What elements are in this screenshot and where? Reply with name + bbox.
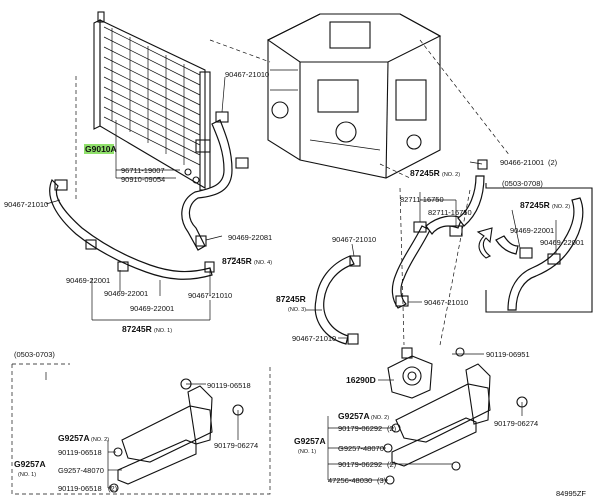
label-90467-21010-top: 90467-21010 xyxy=(225,70,269,79)
label-g9257a-no1-left: G9257A xyxy=(14,459,46,469)
water-pump xyxy=(387,347,433,399)
label-90179-06292-b: 90179-06292 xyxy=(338,460,382,469)
label-range-0503-0703: (0503-0703) xyxy=(14,350,55,359)
label-qty2-90466: (2) xyxy=(548,158,558,167)
label-no1: (NO. 1) xyxy=(154,328,172,334)
label-82711-16750-a: 82711-16750 xyxy=(400,195,444,204)
label-90469-22001-c: 90469-22001 xyxy=(130,304,174,313)
label-96711-19007: 96711-19007 xyxy=(121,166,165,175)
label-90469-22001-e: 90469-22001 xyxy=(540,238,584,247)
label-90469-22001-a: 90469-22001 xyxy=(66,276,110,285)
label-g9257-48070-right: G9257-48070 xyxy=(338,444,384,453)
label-90466-21001: 90466-21001 xyxy=(500,158,544,167)
highlight-g9010a xyxy=(84,144,114,154)
label-90910-09054: 90910-09054 xyxy=(121,175,165,184)
label-qty2-right-a: (2) xyxy=(387,424,397,433)
label-90119-06951: 90119-06951 xyxy=(486,350,530,359)
label-47256-48030: 47256-48030 xyxy=(328,476,372,485)
label-no4: (NO. 4) xyxy=(254,260,272,266)
label-90467-21010-c1: 90467-21010 xyxy=(332,235,376,244)
label-no3: (NO. 3) xyxy=(288,307,306,313)
label-qty2-left: (2) xyxy=(108,484,118,493)
label-no1-right: (NO. 1) xyxy=(298,449,316,455)
label-range-0503-0708: (0503-0708) xyxy=(502,179,543,188)
label-90469-22081: 90469-22081 xyxy=(228,233,272,242)
leader-lines xyxy=(45,76,557,489)
label-90179-06274-right: 90179-06274 xyxy=(494,419,538,428)
label-90119-06518-c: 90119-06518 xyxy=(58,484,102,493)
label-qty2-right-b: (2) xyxy=(387,460,397,469)
label-no2: (NO. 2) xyxy=(442,172,460,178)
left-hose-group xyxy=(49,111,249,280)
label-no2-left: (NO. 2) xyxy=(91,437,109,443)
label-g9257a-no2-right: G9257A xyxy=(338,411,370,421)
label-87245r-no2: 87245R xyxy=(410,168,440,178)
label-90469-22001-b: 90469-22001 xyxy=(104,289,148,298)
label-no2-right: (NO. 2) xyxy=(552,204,570,210)
radiator-core-fins xyxy=(103,26,201,166)
inverter-assembly xyxy=(266,13,442,179)
label-82711-16750-b: 82711-16750 xyxy=(428,208,472,217)
right-bracket-set xyxy=(383,347,528,485)
label-g9257-48070-left: G9257-48070 xyxy=(58,466,104,475)
label-87245r-no2-right: 87245R xyxy=(520,200,550,210)
label-90179-06292-a: 90179-06292 xyxy=(338,424,382,433)
label-figure-id: 84995ZF xyxy=(556,489,586,498)
dashed-reference-lines xyxy=(75,39,511,346)
label-90469-22001-d: 90469-22001 xyxy=(510,226,554,235)
label-87245r-no1: 87245R xyxy=(122,324,152,334)
label-g9257a-no2-left: G9257A xyxy=(58,433,90,443)
label-qty3-right: (3) xyxy=(377,476,387,485)
label-90467-21010-mid: 90467-21010 xyxy=(188,291,232,300)
label-90119-06518-b: 90119-06518 xyxy=(58,448,102,457)
label-90119-06518: 90119-06518 xyxy=(207,381,251,390)
label-no1-left: (NO. 1) xyxy=(18,472,36,478)
part-labels: G9010A 96711-19007 90910-09054 90467-210… xyxy=(4,70,586,498)
label-87245r-no3: 87245R xyxy=(276,294,306,304)
label-87245r-no4: 87245R xyxy=(222,256,252,266)
center-hose-group xyxy=(314,159,488,345)
label-90467-21010-c3: 90467-21010 xyxy=(292,334,336,343)
label-16290d: 16290D xyxy=(346,375,376,385)
radiator-assembly xyxy=(93,11,211,191)
label-90467-21010-c2: 90467-21010 xyxy=(424,298,468,307)
label-g9257a-no1-right: G9257A xyxy=(294,436,326,446)
label-no2-right-b: (NO. 2) xyxy=(371,415,389,421)
right-hose-box xyxy=(476,183,593,313)
label-90179-06274-left: 90179-06274 xyxy=(214,441,258,450)
label-90467-21010-left: 90467-21010 xyxy=(4,200,48,209)
label-g9010a: G9010A xyxy=(85,144,117,154)
